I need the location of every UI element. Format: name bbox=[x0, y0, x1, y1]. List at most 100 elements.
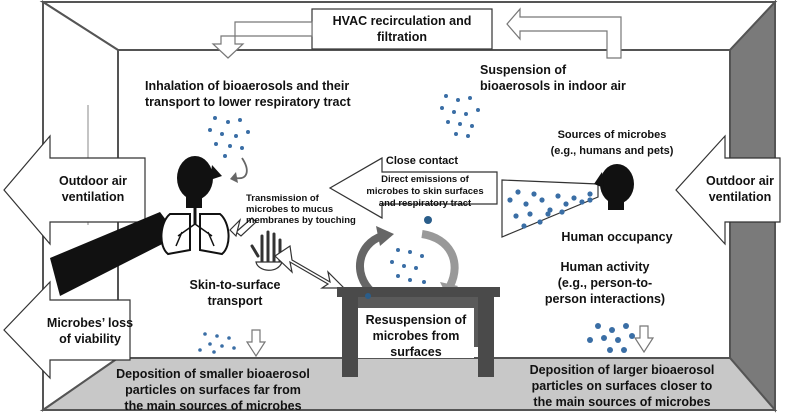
hand-icon bbox=[250, 230, 283, 271]
particle bbox=[198, 348, 202, 352]
direct-emissions-line3: and respiratory tract bbox=[379, 198, 472, 209]
deposition-small-line2: particles on surfaces far from bbox=[125, 383, 301, 397]
particles-inhalation bbox=[208, 116, 250, 158]
particle bbox=[513, 213, 519, 219]
suspension-line2: bioaerosols in indoor air bbox=[480, 79, 626, 93]
particle bbox=[515, 189, 521, 195]
particle bbox=[464, 112, 468, 116]
particle bbox=[396, 248, 400, 252]
particle bbox=[452, 110, 456, 114]
particle bbox=[444, 94, 448, 98]
particle bbox=[212, 350, 216, 354]
sources-line1: Sources of microbes bbox=[558, 129, 667, 141]
particle bbox=[208, 342, 212, 346]
outdoor-left-line1: Outdoor air bbox=[59, 174, 127, 188]
skin-surface-double-arrow bbox=[274, 244, 346, 289]
outdoor-left-line2: ventilation bbox=[62, 190, 125, 204]
particle bbox=[587, 191, 593, 197]
particle bbox=[424, 216, 432, 224]
loss-line2: of viability bbox=[59, 332, 121, 346]
particle bbox=[523, 201, 529, 207]
resuspension-arrow-left bbox=[355, 232, 384, 295]
particle bbox=[390, 260, 394, 264]
particle bbox=[539, 197, 545, 203]
particles-deposition-large bbox=[587, 323, 635, 353]
particle bbox=[240, 146, 244, 150]
outdoor-air-right: Outdoor air ventilation bbox=[675, 134, 781, 246]
particle bbox=[555, 193, 561, 199]
particle bbox=[220, 344, 224, 348]
particle bbox=[456, 98, 460, 102]
particle bbox=[238, 118, 242, 122]
inhalation-line2: transport to lower respiratory tract bbox=[145, 95, 351, 109]
particle bbox=[458, 122, 462, 126]
particle bbox=[232, 346, 236, 350]
transmission-line1: Transmission of bbox=[246, 193, 320, 204]
skin-surface-line1: Skin-to-surface bbox=[190, 278, 281, 292]
human-activity-line1: Human activity bbox=[561, 260, 650, 274]
particle bbox=[214, 142, 218, 146]
human-occupancy: Human occupancy bbox=[561, 230, 672, 244]
particle bbox=[527, 211, 533, 217]
particle bbox=[466, 134, 470, 138]
inhalation-curve-arrowhead bbox=[230, 172, 238, 183]
particle bbox=[365, 293, 371, 299]
particle bbox=[587, 337, 593, 343]
particle bbox=[408, 250, 412, 254]
loss-of-viability: Microbes’ loss of viability bbox=[3, 280, 133, 380]
deposition-large-line1: Deposition of larger bioaerosol bbox=[530, 363, 715, 377]
human-activity-line2: (e.g., person-to- bbox=[558, 276, 652, 290]
inhalation-line1: Inhalation of bioaerosols and their bbox=[145, 79, 349, 93]
resuspension-line3: surfaces bbox=[390, 345, 441, 359]
skin-surface-line2: transport bbox=[208, 294, 264, 308]
particle bbox=[601, 335, 607, 341]
hand-to-mucus-arrow bbox=[235, 217, 257, 237]
particle bbox=[615, 337, 621, 343]
outdoor-air-left: Outdoor air ventilation bbox=[3, 134, 146, 246]
resuspension-line2: microbes from bbox=[373, 329, 460, 343]
particle bbox=[629, 333, 635, 339]
particles-emission-cone bbox=[507, 189, 593, 229]
transmission-line2: microbes to mucus bbox=[246, 204, 333, 215]
hvac-supply-arrow bbox=[211, 21, 313, 59]
resuspension-line1: Resuspension of bbox=[366, 313, 468, 327]
outdoor-right-line2: ventilation bbox=[709, 190, 772, 204]
particle bbox=[396, 274, 400, 278]
human-activity-line3: person interactions) bbox=[545, 292, 665, 306]
deposition-large-arrow bbox=[633, 325, 655, 354]
hvac-label-line1: HVAC recirculation and bbox=[333, 14, 472, 28]
particle bbox=[507, 197, 513, 203]
direct-emissions-line2: microbes to skin surfaces bbox=[366, 186, 483, 197]
particle bbox=[414, 266, 418, 270]
particle bbox=[609, 327, 615, 333]
particle bbox=[226, 120, 230, 124]
particle bbox=[595, 323, 601, 329]
deposition-small-line3: the main sources of microbes bbox=[124, 399, 301, 413]
person-lungs-icon bbox=[160, 156, 230, 256]
particle bbox=[215, 334, 219, 338]
deposition-small-line1: Deposition of smaller bioaerosol bbox=[116, 367, 310, 381]
particle bbox=[531, 191, 537, 197]
particle bbox=[440, 106, 444, 110]
particle bbox=[563, 201, 569, 207]
particle bbox=[545, 211, 551, 217]
resuspension-arrowhead-left bbox=[376, 226, 394, 246]
outdoor-air-left-arrow bbox=[3, 134, 146, 246]
outdoor-air-right-arrow bbox=[675, 134, 781, 246]
particle bbox=[607, 347, 613, 353]
direct-emissions-line1: Direct emissions of bbox=[381, 174, 469, 185]
particle bbox=[246, 130, 250, 134]
particle bbox=[420, 254, 424, 258]
particle bbox=[537, 219, 543, 225]
black-beam bbox=[50, 212, 178, 296]
particle bbox=[476, 108, 480, 112]
hvac-flow: HVAC recirculation and filtration bbox=[211, 7, 622, 59]
particle bbox=[571, 195, 577, 201]
particle bbox=[559, 209, 565, 215]
particle bbox=[227, 336, 231, 340]
particle bbox=[208, 128, 212, 132]
particle bbox=[234, 134, 238, 138]
particle bbox=[223, 154, 227, 158]
particle bbox=[203, 332, 207, 336]
